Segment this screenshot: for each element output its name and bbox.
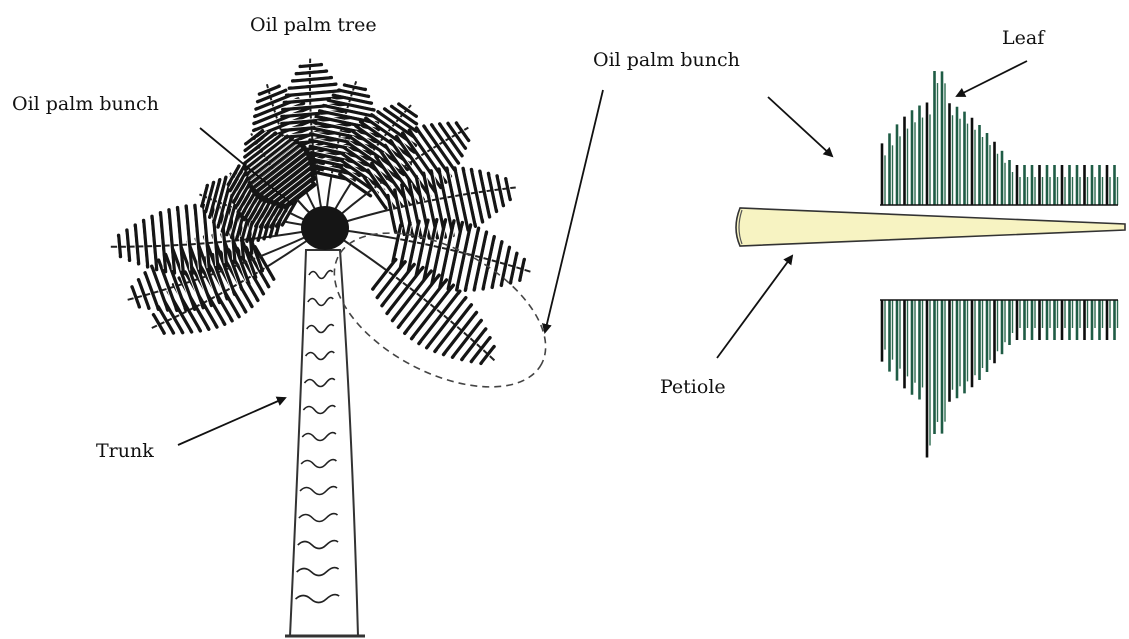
arrow-bunch-detail	[768, 97, 832, 156]
trunk-illustration	[285, 250, 365, 636]
crown-center	[301, 206, 349, 250]
arrow-bunch-right	[545, 90, 603, 332]
arrow-petiole	[717, 256, 792, 358]
palm-frond	[111, 205, 325, 273]
label-petiole: Petiole	[660, 376, 726, 398]
label-oil-palm-tree: Oil palm tree	[250, 14, 377, 36]
petiole-shape	[736, 208, 1125, 246]
label-oil-palm-bunch-left: Oil palm bunch	[12, 93, 159, 115]
arrow-trunk	[178, 398, 285, 445]
label-oil-palm-bunch-right: Oil palm bunch	[593, 49, 740, 71]
palm-frond	[325, 220, 530, 291]
lower-leaflets	[880, 300, 1118, 458]
label-leaf: Leaf	[1002, 27, 1046, 49]
label-trunk: Trunk	[96, 440, 154, 462]
frond-detail-illustration	[736, 71, 1125, 458]
upper-leaflets	[880, 71, 1118, 205]
oil-palm-tree-illustration	[111, 59, 571, 636]
arrow-leaf	[957, 61, 1027, 96]
palm-frond	[325, 228, 495, 364]
